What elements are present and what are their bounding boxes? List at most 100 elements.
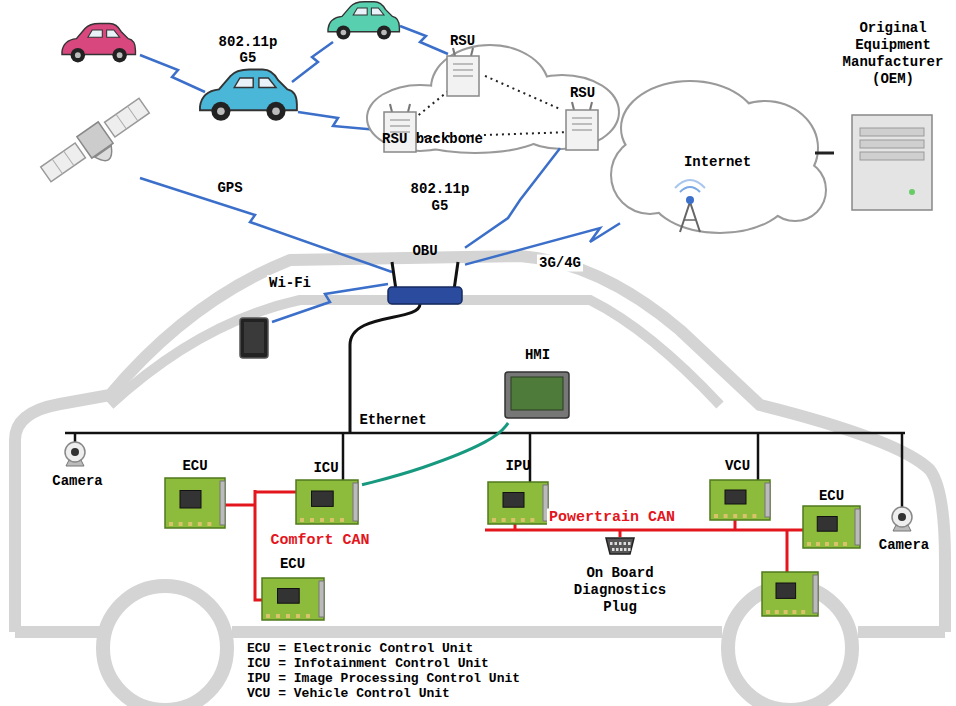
solar-panel <box>105 98 150 137</box>
hmi-cable <box>362 423 508 485</box>
contact-pad <box>733 514 737 518</box>
ecu-board <box>488 482 548 524</box>
tower-frame <box>684 219 696 221</box>
drive-bay <box>860 128 924 136</box>
obd-pin <box>624 548 627 551</box>
link-label: Wi-Fi <box>267 275 313 291</box>
pcb <box>262 578 324 620</box>
contact-pad <box>743 514 747 518</box>
obd-pin <box>610 542 613 545</box>
rsu-antenna <box>471 48 473 56</box>
wireless-link <box>292 42 333 82</box>
node-label: VCU <box>725 458 750 475</box>
contact-pad <box>792 610 796 614</box>
node-label: IPU <box>505 458 530 475</box>
diagnostics-plug: On Board Diagnostics Plug <box>560 528 680 616</box>
bus-label: Comfort CAN <box>268 532 371 549</box>
car-glass <box>353 8 384 15</box>
car-glass <box>234 78 276 88</box>
ecu-board <box>165 478 225 528</box>
control-unit: ECU <box>255 556 330 624</box>
link-label: 802.11p G5 <box>206 34 290 66</box>
node-label: ECU <box>280 556 305 573</box>
contact-pad <box>179 522 183 526</box>
contact-pad <box>807 542 811 546</box>
bracket <box>319 581 324 617</box>
bracket <box>353 483 358 521</box>
car-shell <box>328 2 399 32</box>
contact-pad <box>276 614 280 618</box>
contact-pad <box>296 614 300 618</box>
car-tyre <box>112 48 126 62</box>
contact-pad <box>300 518 304 522</box>
onboard-unit: OBU <box>385 243 465 308</box>
node-label: Camera <box>52 473 102 490</box>
contact-pad <box>169 522 173 526</box>
panel-line <box>128 106 138 121</box>
car-tyre <box>377 26 391 40</box>
control-unit: VCU <box>700 458 775 524</box>
rsu-icon <box>447 48 479 96</box>
ethernet-drop <box>901 433 904 508</box>
rsu-slot <box>453 63 473 65</box>
glossary-entry: IPU = Image Processing Control Unit <box>245 671 522 686</box>
power-led <box>909 189 915 195</box>
comfort-can-wire <box>255 490 262 600</box>
router-antenna <box>454 262 458 290</box>
chip <box>503 493 524 508</box>
contact-pad <box>198 522 202 526</box>
control-unit: ECU <box>798 488 865 551</box>
tablet-icon <box>240 318 268 358</box>
pcb <box>710 480 770 520</box>
glossary-entry: ICU = Infotainment Control Unit <box>245 656 491 671</box>
ecu-board <box>803 506 860 548</box>
rsu-antenna <box>453 48 455 56</box>
car-tyre <box>71 48 85 62</box>
cloud-shape <box>612 82 825 232</box>
contact-pad <box>816 542 820 546</box>
bracket <box>855 509 860 545</box>
chip <box>817 517 837 532</box>
hmi-screen <box>511 377 563 410</box>
powertrain-can-drop <box>619 530 622 537</box>
contact-pad <box>766 610 770 614</box>
panel-line <box>116 114 126 129</box>
contact-pad <box>310 518 314 522</box>
contact-pad <box>775 610 779 614</box>
cloud-lobe <box>765 160 825 220</box>
obd-pin <box>628 548 631 551</box>
satellite-dish <box>95 146 117 166</box>
rsu-box <box>566 110 598 150</box>
cloud-shape <box>368 46 618 152</box>
contact-pad <box>340 518 344 522</box>
contact-pad <box>724 514 728 518</box>
contact-pad <box>330 518 334 522</box>
contact-pad <box>801 610 805 614</box>
tower-frame <box>680 202 700 232</box>
contact-pad <box>286 614 290 618</box>
chip <box>776 583 796 598</box>
car-icon <box>62 24 135 63</box>
contact-pad <box>530 518 534 522</box>
ethernet-bus <box>65 432 905 435</box>
bracket <box>765 483 770 517</box>
wireless-link <box>400 26 448 54</box>
glossary-entry: VCU = Vehicle Control Unit <box>245 686 452 701</box>
rsu-slot <box>453 69 473 71</box>
obd-pin <box>628 542 631 545</box>
contact-pad <box>492 518 496 522</box>
contact-pad <box>521 518 525 522</box>
camera-icon <box>892 507 912 531</box>
car-sill <box>232 626 722 638</box>
bus-label: Powertrain CAN <box>547 509 677 526</box>
drive-bay <box>860 152 924 160</box>
control-unit: ICU <box>290 460 362 528</box>
link-label: 802.11p G5 <box>398 181 482 215</box>
contact-pad <box>511 518 515 522</box>
powertrain-can-drop <box>786 530 789 572</box>
bracket <box>813 575 818 613</box>
link-label: 3G/4G <box>537 255 583 272</box>
car-tyre <box>267 102 286 121</box>
glossary-entry: ECU = Electronic Control Unit <box>245 641 475 656</box>
